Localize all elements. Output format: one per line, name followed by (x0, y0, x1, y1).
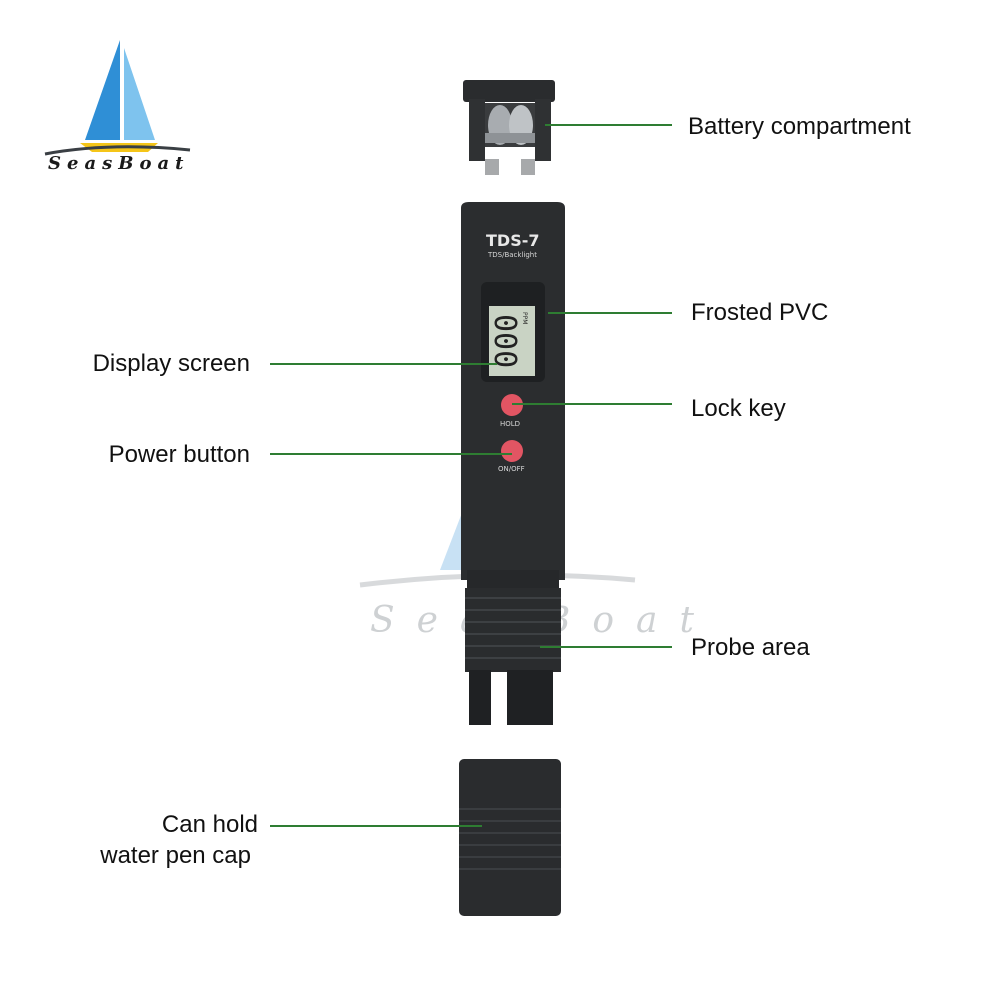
model-subtitle: TDS/Backlight (488, 251, 537, 259)
model-label: TDS-7 (486, 231, 540, 250)
callout-power: Power button (108, 441, 250, 468)
callout-probe: Probe area (691, 634, 810, 661)
seasboat-logo (44, 40, 191, 156)
callout-frosted: Frosted PVC (691, 299, 829, 326)
onoff-button (501, 440, 523, 462)
callout-display: Display screen (92, 350, 250, 377)
tds-meter-body (461, 202, 565, 725)
logo-sail-left (85, 40, 120, 140)
onoff-label: ON/OFF (498, 465, 525, 473)
battery-compartment (463, 80, 555, 175)
hold-label: HOLD (500, 420, 521, 428)
logo-text: SeasBoat (48, 153, 190, 174)
logo-sail-right (124, 48, 155, 140)
logo-wave (44, 145, 191, 156)
callout-cap-line1: Can hold (161, 811, 258, 838)
callout-lock: Lock key (691, 395, 786, 422)
callout-cap-line2: water pen cap (100, 842, 251, 869)
pen-cap (459, 759, 561, 916)
callout-battery: Battery compartment (688, 113, 911, 140)
